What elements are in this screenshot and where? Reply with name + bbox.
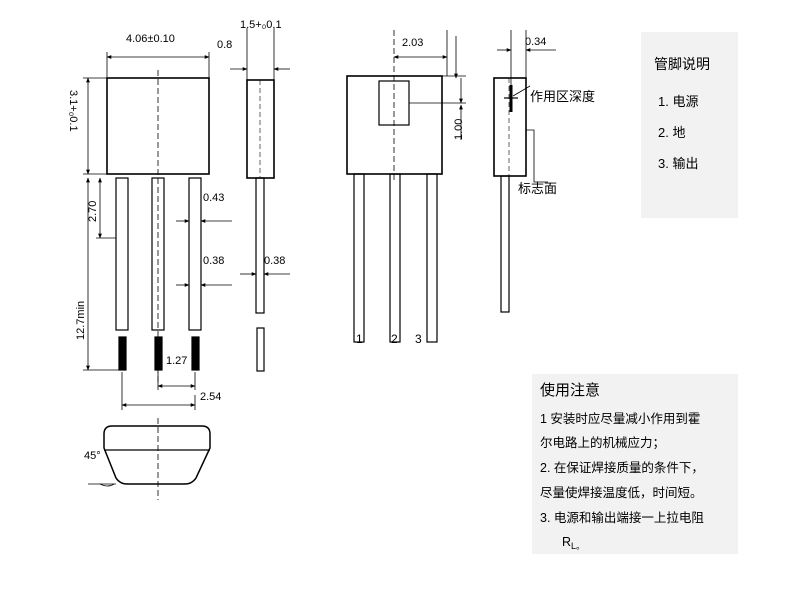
pin-number-3: 3 (415, 332, 422, 346)
pin-legend-item-3: 3. 输出 (658, 156, 698, 171)
notes-resistor: R (562, 535, 571, 549)
notes-line-3: 2. 在保证焊接质量的条件下， (540, 460, 704, 475)
side-lead-tip (256, 327, 265, 372)
pin-number-1: 1 (356, 332, 363, 346)
section-view (88, 418, 211, 500)
dim-034: 0.34 (525, 36, 546, 48)
notes-resistor-sub: L。 (571, 541, 585, 551)
front-lead-tip-2 (154, 336, 163, 371)
pin-legend-title: 管脚说明 (654, 56, 710, 72)
dim-lead-length: 12.7min (75, 301, 87, 340)
sensor-lead-1 (353, 173, 365, 343)
dim-038-a: 0.38 (203, 255, 224, 267)
dim-254: 2.54 (200, 391, 221, 403)
side-lead (255, 177, 265, 314)
front-lead-3 (188, 177, 202, 331)
label-marking-face: 标志面 (518, 181, 557, 196)
sensor-front-view (346, 30, 466, 343)
dim-body-width: 4.06±0.10 (126, 33, 175, 45)
dim-body-thickness: 1.5+₀0.1 (240, 19, 282, 31)
notes-title: 使用注意 (540, 381, 600, 399)
side-view (230, 28, 290, 372)
pin-legend-item-2: 2. 地 (658, 125, 685, 140)
sensor-lead-3 (426, 173, 438, 343)
dim-127: 1.27 (166, 355, 187, 367)
dim-body-height: 3.1+₀0.1 (67, 90, 79, 132)
dim-chamfer: 45° (84, 450, 101, 462)
pin-legend-box (641, 32, 738, 218)
front-lead-tip-3 (191, 336, 200, 371)
dim-100: 1.00 (453, 119, 465, 140)
dim-203: 2.03 (402, 37, 423, 49)
sensor-side-view (493, 30, 556, 313)
front-lead-tip-1 (118, 336, 127, 371)
dim-270: 2.70 (87, 201, 99, 222)
notes-line-1: 1 安装时应尽量减小作用到霍 (540, 411, 700, 426)
notes-line-2: 尔电路上的机械应力； (540, 435, 665, 450)
dim-038-b: 0.38 (264, 255, 285, 267)
front-lead-1 (115, 177, 129, 331)
sensor-lead-2 (389, 173, 401, 343)
label-sensor-depth: 作用区深度 (530, 89, 595, 104)
dim-043: 0.43 (203, 192, 224, 204)
pin-number-2: 2 (391, 332, 398, 346)
sensor-side-lead (500, 175, 510, 313)
dim-08: 0.8 (217, 39, 232, 51)
front-view (83, 52, 232, 410)
sensor-side-body (493, 77, 527, 177)
notes-line-4: 尽量使焊接温度低，时间短。 (540, 485, 703, 500)
pin-legend-item-1: 1. 电源 (658, 94, 698, 109)
notes-box (532, 374, 738, 554)
section-outline (103, 425, 211, 485)
side-body (246, 79, 275, 179)
notes-line-5: 3. 电源和输出端接一上拉电阻 (540, 510, 704, 525)
